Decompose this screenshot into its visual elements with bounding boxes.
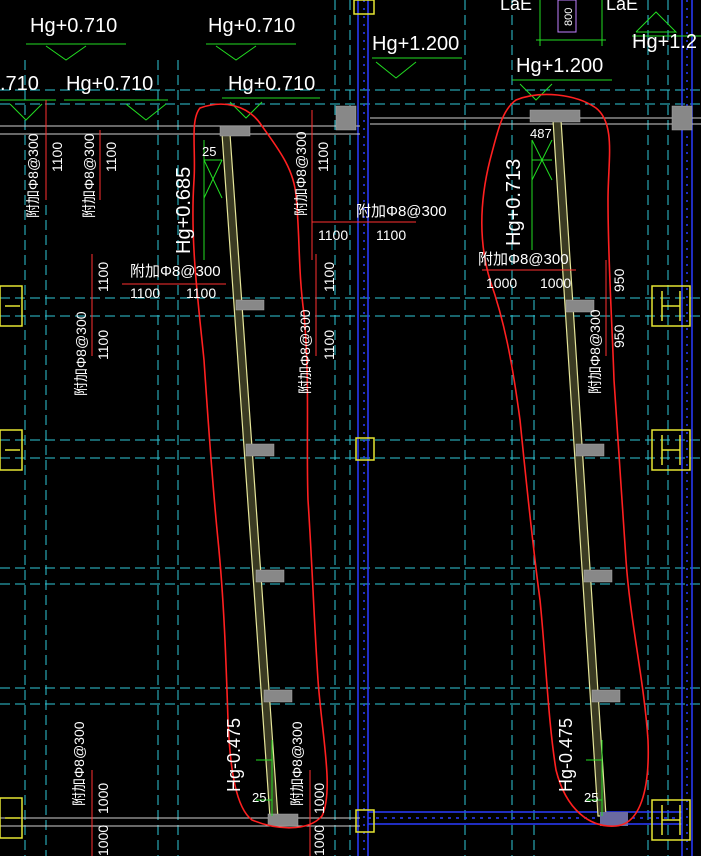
column-grey-top-right [671, 105, 693, 131]
dim-1000-bottom-left: 1000 [95, 825, 111, 856]
dim-1100-b: 1100 [103, 142, 119, 172]
dim-1000-b: 1000 [540, 275, 571, 291]
dim-950-a: 950 [611, 268, 627, 292]
elev-top-left-4: Hg+0.710 [66, 73, 153, 95]
rebar-note-h: 附加Φ8@300 [297, 309, 313, 394]
lae-label-1: LaE [500, 0, 532, 14]
column-right-1 [651, 285, 691, 327]
dim-1100-a: 1100 [49, 142, 65, 172]
rebar-note-i: 附加Φ8@300 [587, 309, 603, 394]
column-right-2 [651, 429, 691, 471]
elev-ramp-left-top: Hg+0.685 [173, 167, 195, 254]
column-grey-top-left [335, 105, 357, 131]
rebar-note-j: 附加Φ8@300 [71, 721, 87, 806]
dim-1100-i: 1100 [321, 262, 337, 292]
column-left-3 [0, 797, 23, 839]
elev-top-left-1: Hg+0.710 [30, 15, 117, 37]
rebar-note-g: 附加Φ8@300 [73, 311, 89, 396]
elevation-markers [0, 0, 701, 121]
rebar-note-e: 附加Φ8@300 [130, 263, 221, 280]
dim-487: 487 [530, 126, 552, 141]
column-center-2 [355, 809, 375, 833]
dim-25-c: 25 [584, 790, 598, 805]
dim-1100-d: 1100 [318, 227, 348, 243]
elev-top-right-2: Hg+1.200 [516, 55, 603, 77]
dim-1000-a: 1000 [486, 275, 517, 291]
revision-cloud-left [192, 103, 328, 829]
revision-cloud-right [480, 93, 650, 827]
rebar-note-f: 附加Φ8@300 [478, 251, 569, 268]
elev-top-right-3: Hg+1.2 [632, 31, 697, 53]
rebar-note-a: 附加Φ8@300 [25, 133, 41, 218]
rebar-note-c: 附加Φ8@300 [293, 131, 309, 216]
rebar-note-b: 附加Φ8@300 [81, 133, 97, 218]
blue-boundary-walls [357, 0, 693, 856]
rebar-note-k: 附加Φ8@300 [289, 721, 305, 806]
elev-top-left-2: Hg+0.710 [208, 15, 295, 37]
top-beam-lines [0, 117, 701, 827]
column-left-2 [0, 429, 23, 471]
elev-top-right-1: Hg+1.200 [372, 33, 459, 55]
elev-top-left-3: .710 [0, 73, 39, 95]
column-top-center [353, 0, 375, 15]
dim-1000-c: 1000 [95, 783, 111, 814]
right-ramp-beam [529, 109, 628, 826]
dim-25-a: 25 [202, 144, 216, 159]
elev-ramp-right-top: Hg+0.713 [503, 159, 525, 246]
dim-800: 800 [563, 8, 575, 26]
dim-1100-h: 1100 [95, 262, 111, 292]
elev-ramp-right-bottom: Hg-0.475 [556, 718, 576, 792]
dim-1100-j: 1100 [95, 330, 111, 360]
elev-ramp-left-bottom: Hg-0.475 [224, 718, 244, 792]
dim-25-b: 25 [252, 790, 266, 805]
column-right-3 [651, 799, 691, 841]
dim-1100-g: 1100 [186, 285, 216, 301]
dim-1100-c: 1100 [315, 142, 331, 172]
left-ramp-beam [203, 125, 299, 827]
dim-1000-d: 1000 [311, 783, 327, 814]
dim-950-b: 950 [611, 324, 627, 348]
dim-1100-k: 1100 [321, 330, 337, 360]
rebar-note-d: 附加Φ8@300 [356, 203, 447, 220]
structural-columns [0, 0, 693, 841]
rebar-lines [45, 100, 607, 856]
column-center-1 [355, 437, 375, 461]
dim-1000-bottom-mid: 1000 [311, 825, 327, 856]
dim-1100-e: 1100 [376, 227, 406, 243]
lae-label-2: LaE [606, 0, 638, 14]
column-left-1 [0, 285, 23, 327]
revision-clouds [192, 93, 650, 829]
dim-1100-f: 1100 [130, 285, 160, 301]
elev-top-left-5: Hg+0.710 [228, 73, 315, 95]
